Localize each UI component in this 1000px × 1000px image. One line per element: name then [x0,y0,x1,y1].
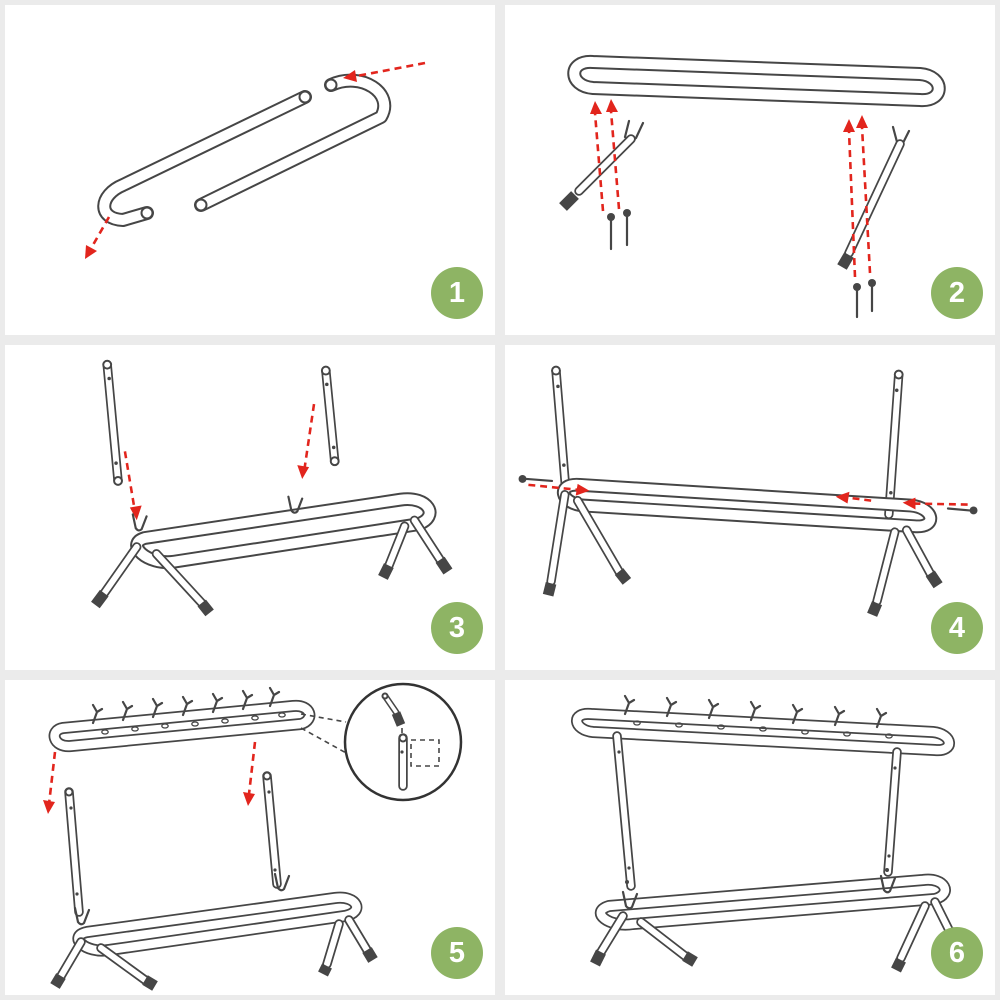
step-1-badge: 1 [431,267,483,319]
step-3-illustration [91,359,453,617]
step-5-illustration [43,682,463,991]
step-2-panel: 2 [505,5,995,335]
top-rail-with-holders [48,686,316,753]
screw-icon [607,209,876,319]
step-2-badge: 2 [931,267,983,319]
side-legs [559,119,911,270]
step-1-number: 1 [448,276,466,309]
top-rail [567,55,946,107]
step-4-illustration [518,365,978,617]
upright-posts [612,731,902,891]
base-frame [50,872,378,991]
base-frame [91,492,453,617]
step-6-illustration [571,694,960,973]
step-6-number: 6 [948,936,966,969]
step-3-panel: 3 [5,345,495,670]
step-5-badge: 5 [431,927,483,979]
red-dashed-arrow [123,403,316,521]
red-dashed-arrow [590,99,872,278]
screw-icon [518,475,978,515]
red-dashed-arrow [43,741,257,814]
step-5-number: 5 [448,936,466,969]
step-4-number: 4 [948,611,966,644]
step-5-panel: 5 [5,680,495,995]
step-6-panel: 6 [505,680,995,995]
step-1-illustration [85,61,426,259]
red-dashed-arrow [343,61,426,82]
upright-posts [64,771,282,917]
step-4-panel: 4 [505,345,995,670]
red-dashed-arrow [85,216,111,259]
step-3-badge: 3 [431,602,483,654]
step-6-badge: 6 [931,927,983,979]
top-rail-halves [97,73,392,227]
step-3-number: 3 [448,611,466,644]
upright-posts [551,365,904,520]
step-2-number: 2 [948,276,966,309]
base-frame [542,477,943,617]
step-1-panel: 1 [5,5,495,335]
upright-posts [102,359,340,486]
base-frame [590,868,960,973]
step-4-badge: 4 [931,602,983,654]
step-2-illustration [559,55,946,319]
top-rail-with-holders [571,694,955,757]
detail-inset [300,682,463,802]
red-dashed-arrow [528,483,968,510]
